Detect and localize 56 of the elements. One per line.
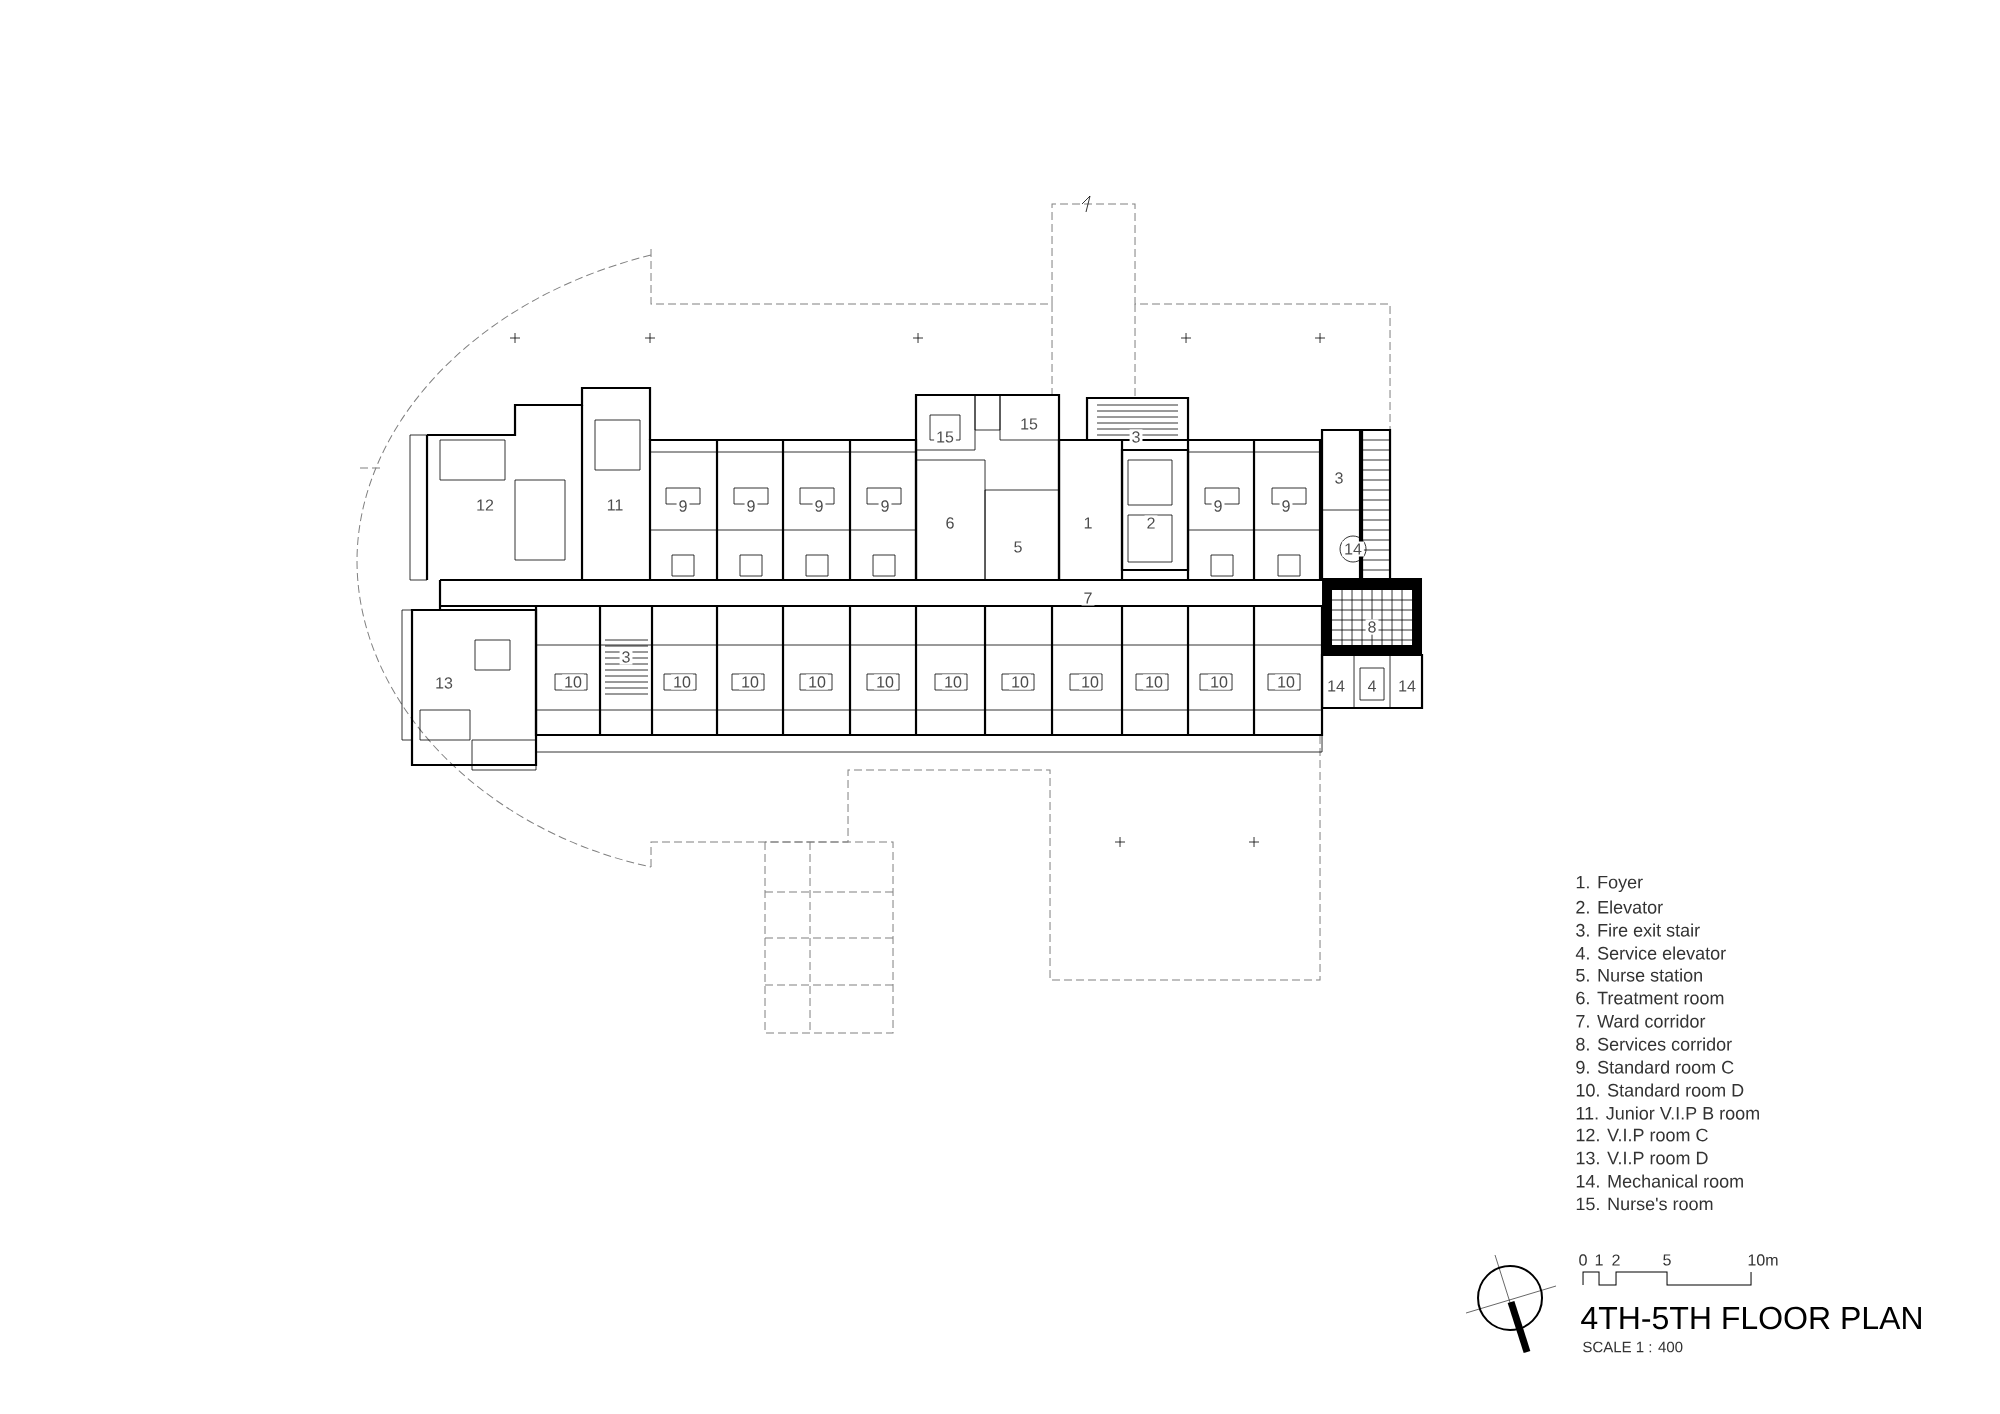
key-entry: 12. V.I.P room C (1576, 1128, 1708, 1142)
room-number: 6 (943, 515, 957, 531)
room-number: 10 (671, 674, 693, 690)
key-entry: 10. Standard room D (1576, 1083, 1744, 1097)
room-number: 10 (562, 674, 584, 690)
room-number: 5 (1011, 539, 1025, 555)
key-entry: 3. Fire exit stair (1576, 923, 1700, 937)
key-entry: 5. Nurse station (1576, 968, 1702, 982)
key-entry: 2. Elevator (1576, 900, 1663, 914)
room-number: 10 (806, 674, 828, 690)
room-number: 10 (1079, 674, 1101, 690)
key-entry: 13. V.I.P room D (1576, 1151, 1708, 1165)
room-number: 9 (744, 498, 758, 514)
room-number: 1 (1081, 515, 1095, 531)
room-number: 9 (1279, 498, 1293, 514)
room-number: 13 (433, 675, 455, 691)
room-number: 3 (1129, 429, 1143, 445)
room-number: 12 (474, 497, 496, 513)
room-number: 4 (1365, 678, 1379, 694)
room-number: 9 (1211, 498, 1225, 514)
key-entry: 7. Ward corridor (1576, 1014, 1706, 1028)
key-entry: 4. Service elevator (1575, 946, 1726, 960)
key-entry: 6. Treatment room (1576, 991, 1724, 1005)
room-number: 10 (1275, 674, 1297, 690)
scale-number: 2 (1612, 1254, 1620, 1266)
key-entry: 14. Mechanical room (1576, 1174, 1743, 1188)
room-number: 3 (619, 649, 633, 665)
room-number: 14 (1396, 678, 1418, 694)
room-number: 9 (676, 498, 690, 514)
key-entry: 8. Services corridor (1576, 1037, 1732, 1051)
scale-number: 0 (1579, 1254, 1587, 1266)
room-number: 7 (1081, 590, 1095, 606)
room-number: 10 (1009, 674, 1031, 690)
room-number: 9 (878, 498, 892, 514)
room-number: 2 (1144, 515, 1158, 531)
key-entry: 1. Foyer (1576, 875, 1643, 893)
key-entry: 9. Standard room C (1576, 1060, 1734, 1074)
key-entry: 15. Nurse's room (1576, 1197, 1713, 1211)
room-number: 3 (1332, 470, 1346, 486)
scale-number: 10m (1748, 1254, 1778, 1266)
room-number: 10 (1143, 674, 1165, 690)
room-number: 10 (1208, 674, 1230, 690)
room-number: 10 (739, 674, 761, 690)
plan-title: 4TH-5TH FLOOR PLAN (1581, 1306, 1921, 1330)
room-number: 15 (1018, 416, 1040, 432)
room-number: 14 (1342, 541, 1364, 557)
room-number: 9 (812, 498, 826, 514)
room-number: 11 (604, 497, 626, 513)
key-entry: 11. Junior V.I.P B room (1576, 1106, 1759, 1120)
scale-caption: SCALE 1 : 400 (1583, 1341, 1683, 1353)
room-number: 10 (874, 674, 896, 690)
scale-number: 1 (1595, 1254, 1603, 1266)
room-number: 14 (1325, 678, 1347, 694)
room-number: 15 (934, 429, 956, 445)
scale-number: 5 (1663, 1254, 1671, 1266)
room-number: 10 (942, 674, 964, 690)
